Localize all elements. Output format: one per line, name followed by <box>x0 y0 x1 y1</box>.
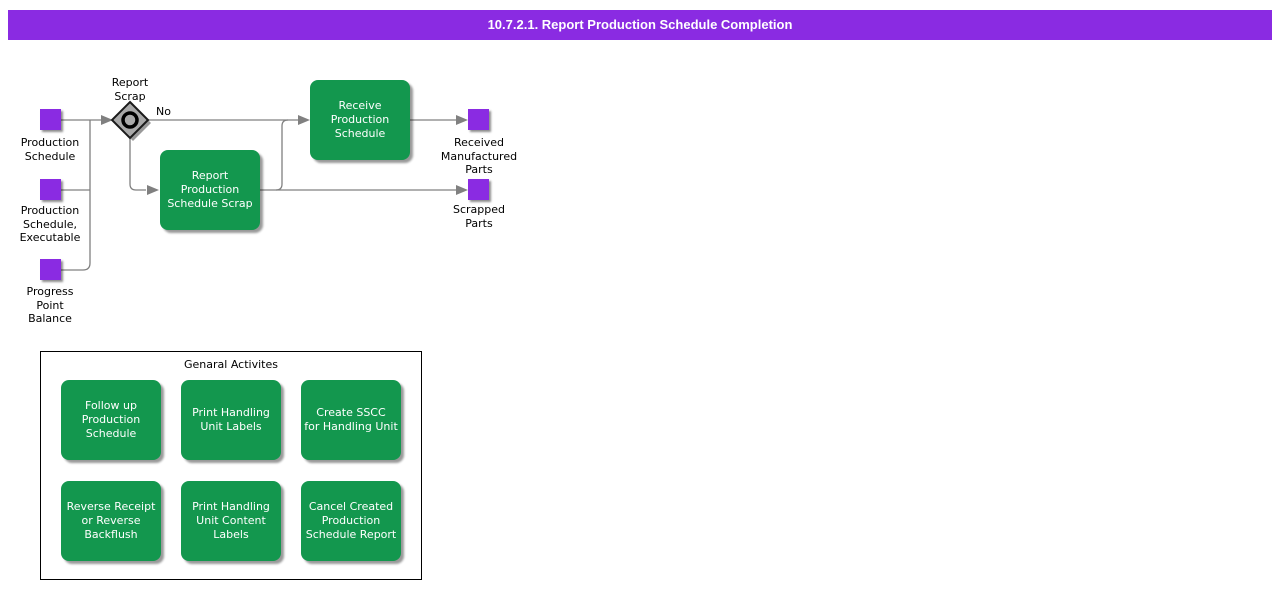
arrowhead-into-scrapped-parts <box>456 185 468 195</box>
decision-label: Report Scrap <box>111 76 149 103</box>
activity-reverse-receipt-or-reverse-backflush[interactable]: Reverse Receipt or Reverse Backflush <box>61 481 161 561</box>
activity-print-handling-unit-content-labels[interactable]: Print Handling Unit Content Labels <box>181 481 281 561</box>
activity-receive-production-schedule[interactable]: Receive Production Schedule <box>310 80 410 160</box>
page-title: 10.7.2.1. Report Production Schedule Com… <box>8 10 1272 40</box>
arrowhead-into-scrap-activity <box>147 185 159 195</box>
activity-cancel-created-production-schedule-report[interactable]: Cancel Created Production Schedule Repor… <box>301 481 401 561</box>
connector-decision-to-scrap <box>129 138 146 191</box>
general-activities-group: Genaral Activites Follow up Production S… <box>40 351 422 580</box>
input-production-schedule-square[interactable] <box>40 109 61 130</box>
arrowhead-into-receive <box>298 115 310 125</box>
input-production-schedule-executable-label: Production Schedule, Executable <box>19 204 81 244</box>
decision-circle-icon <box>121 111 139 129</box>
output-scrapped-parts-label: Scrapped Parts <box>452 203 505 230</box>
input-progress-point-balance-square[interactable] <box>40 259 61 280</box>
activity-create-sscc-for-handling-unit[interactable]: Create SSCC for Handling Unit <box>301 380 401 460</box>
arrowhead-into-decision <box>101 115 113 125</box>
output-received-manufactured-parts-square[interactable] <box>468 109 489 130</box>
input-progress-point-balance-label: Progress Point Balance <box>26 285 74 325</box>
general-activities-title: Genaral Activites <box>184 358 278 371</box>
activity-report-production-schedule-scrap[interactable]: Report Production Schedule Scrap <box>160 150 260 230</box>
output-scrapped-parts-square[interactable] <box>468 179 489 200</box>
output-received-manufactured-parts-label: Received Manufactured Parts <box>440 136 518 176</box>
input-production-schedule-executable-square[interactable] <box>40 179 61 200</box>
connector-input-bus <box>61 120 91 271</box>
activity-follow-up-production-schedule[interactable]: Follow up Production Schedule <box>61 380 161 460</box>
decision-no-label: No <box>156 105 171 118</box>
arrowhead-into-received-parts <box>456 115 468 125</box>
connector-scrap-merge <box>275 119 289 191</box>
decision-diamond[interactable] <box>110 100 151 141</box>
input-production-schedule-label: Production Schedule <box>20 136 80 163</box>
activity-print-handling-unit-labels[interactable]: Print Handling Unit Labels <box>181 380 281 460</box>
diamond-shape <box>110 100 150 140</box>
